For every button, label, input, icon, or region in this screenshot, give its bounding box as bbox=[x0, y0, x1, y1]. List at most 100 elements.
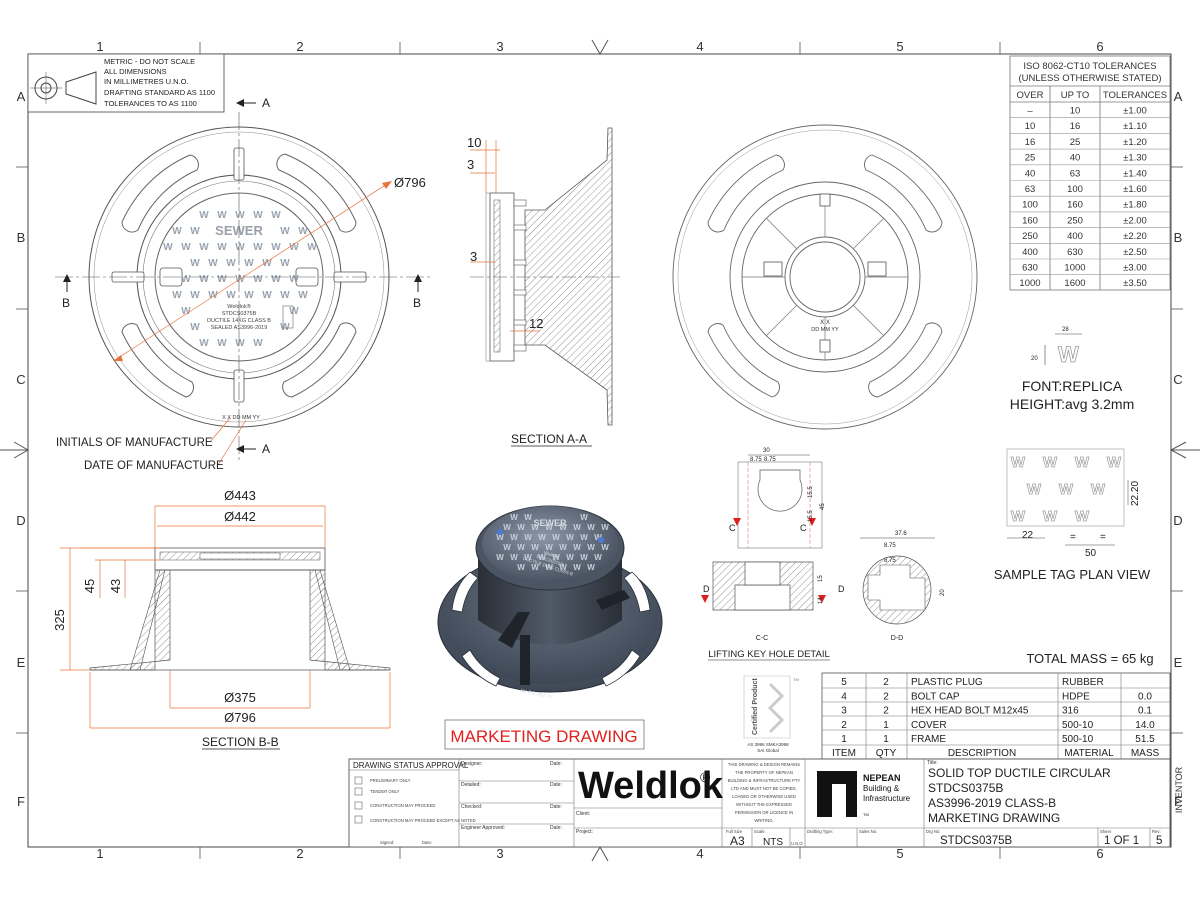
font-sample-letter: W bbox=[1058, 342, 1079, 367]
section-b-b: Ø443 Ø442 Ø375 Ø796 325 45 43 SECTION B-… bbox=[52, 488, 391, 750]
render-w-mark: W bbox=[573, 543, 581, 552]
lift-dim-14: 14 bbox=[818, 597, 824, 604]
plan-w-mark: W bbox=[181, 306, 191, 317]
tol-cell-upto: 400 bbox=[1067, 231, 1083, 242]
plan-w-mark: W bbox=[298, 290, 308, 301]
render-w-mark: W bbox=[559, 523, 567, 532]
lift-dim-155b: 15.5 bbox=[808, 510, 814, 522]
bom-cell: 5 bbox=[841, 677, 847, 688]
sample-tag-title: SAMPLE TAG PLAN VIEW bbox=[994, 567, 1151, 582]
plan-date-code: X X DD MM YY bbox=[222, 415, 260, 421]
lift-dim-15: 15 bbox=[818, 575, 824, 582]
copyright-6: WITHOUT THE EXPRESSED bbox=[736, 802, 792, 807]
bb-dim-325: 325 bbox=[52, 609, 67, 631]
grid-ticks bbox=[16, 42, 1183, 859]
plan-w-mark: W bbox=[253, 210, 263, 221]
plan-section-a-bottom: A bbox=[262, 442, 270, 456]
bom-header-desc: DESCRIPTION bbox=[948, 748, 1016, 759]
tol-cell-tol: ±2.00 bbox=[1123, 215, 1147, 226]
tol-cell-tol: ±3.50 bbox=[1123, 278, 1147, 289]
plan-w-mark: W bbox=[262, 258, 272, 269]
plan-w-mark: W bbox=[280, 290, 290, 301]
tb-sales: Sales No: bbox=[859, 829, 877, 834]
plan-cover-text-3: DUCTILE 14KG CLASS B bbox=[207, 318, 271, 324]
tol-cell-upto: 63 bbox=[1070, 168, 1081, 179]
render-w-mark: W bbox=[531, 563, 539, 572]
plan-section-a-top: A bbox=[262, 96, 270, 110]
bom-cell: PLASTIC PLUG bbox=[911, 677, 983, 688]
note-line-5: TOLERANCES TO AS 1100 bbox=[104, 99, 197, 108]
grid-row-left-C: C bbox=[16, 372, 25, 387]
tol-cell-upto: 250 bbox=[1067, 215, 1083, 226]
plan-w-mark: W bbox=[190, 290, 200, 301]
tol-cell-upto: 1000 bbox=[1064, 263, 1085, 274]
plan-w-mark: W bbox=[289, 242, 299, 253]
nepean-logo-mark bbox=[817, 771, 857, 817]
lift-dim-45: 45 bbox=[820, 503, 826, 510]
font-dim-h: 20 bbox=[1031, 356, 1038, 362]
render-w-mark: W bbox=[496, 553, 504, 562]
tol-cell-over: 100 bbox=[1022, 200, 1038, 211]
status-title: DRAWING STATUS APPROVAL bbox=[353, 761, 469, 770]
bom-cell: 0.0 bbox=[1138, 691, 1152, 702]
initials-label: INITIALS OF MANUFACTURE bbox=[56, 437, 213, 449]
tol-cell-upto: 10 bbox=[1070, 106, 1081, 117]
tb-date-3: Date: bbox=[550, 804, 562, 810]
aa-dim-3a: 3 bbox=[467, 157, 474, 172]
lift-dd-label: D-D bbox=[891, 635, 903, 642]
tol-cell-over: 40 bbox=[1025, 168, 1036, 179]
bom-cell: RUBBER bbox=[1062, 677, 1104, 688]
tol-cell-upto: 160 bbox=[1067, 200, 1083, 211]
render-w-mark: W bbox=[580, 553, 588, 562]
render-w-mark: W bbox=[517, 563, 525, 572]
tol-cell-tol: ±2.20 bbox=[1123, 231, 1147, 242]
plan-w-mark: W bbox=[244, 290, 254, 301]
tb-date-2: Date: bbox=[550, 782, 562, 788]
bom-cell: 2 bbox=[883, 691, 889, 702]
plan-w-mark: W bbox=[181, 242, 191, 253]
render-w-mark: W bbox=[552, 553, 560, 562]
tb-rev: 5 bbox=[1156, 835, 1162, 847]
render-w-mark: W bbox=[587, 523, 595, 532]
render-w-mark: W bbox=[573, 523, 581, 532]
grid-col-top-5: 5 bbox=[896, 39, 903, 54]
plan-w-mark: W bbox=[199, 242, 209, 253]
section-a-a: 10 3 3 12 SECTION A-A bbox=[467, 127, 620, 447]
render-w-mark: W bbox=[559, 563, 567, 572]
grid-row-left-F: F bbox=[17, 794, 25, 809]
plan-w-mark: W bbox=[190, 322, 200, 333]
render-w-mark: W bbox=[601, 523, 609, 532]
plan-w-mark: W bbox=[235, 274, 245, 285]
tb-date-4: Date: bbox=[550, 825, 562, 831]
copyright-4: LTD AND MUST NOT BE COPIED, bbox=[731, 786, 796, 791]
bom-cell: 1 bbox=[883, 734, 889, 745]
tol-cell-tol: ±1.30 bbox=[1123, 153, 1147, 164]
note-line-1: METRIC - DO NOT SCALE bbox=[104, 57, 195, 66]
bom-cell: 4 bbox=[841, 691, 847, 702]
grid-row-right-B: B bbox=[1174, 230, 1183, 245]
lift-d-right: D bbox=[838, 584, 845, 594]
copyright-2: THE PROPERTY OF NEPEAN bbox=[735, 770, 793, 775]
status-signed: Signed: bbox=[380, 840, 394, 845]
plan-dia-796: Ø796 bbox=[394, 175, 426, 190]
grid-col-bottom-2: 2 bbox=[296, 846, 303, 861]
plan-w-mark: W bbox=[199, 210, 209, 221]
render-w-mark: W bbox=[496, 533, 504, 542]
render-sewer-word: SEWER bbox=[533, 518, 567, 528]
certified-product-logo: Certified Product TM AS 3996 SMKA3998 SA… bbox=[743, 675, 799, 753]
weldlok-reg: ® bbox=[700, 769, 711, 785]
lift-dim-30: 30 bbox=[763, 448, 770, 454]
render-w-mark: W bbox=[524, 553, 532, 562]
tol-cell-tol: ±2.50 bbox=[1123, 247, 1147, 258]
underside-date-code-1: X X bbox=[820, 320, 830, 326]
copyright-3: BUILDING & INFRASTRUCTURE PTY bbox=[728, 778, 801, 783]
title-line-2: STDCS0375B bbox=[928, 781, 1003, 795]
grid-col-bottom-6: 6 bbox=[1096, 846, 1103, 861]
bom-cell: FRAME bbox=[911, 734, 946, 745]
lift-dim-155a: 15.5 bbox=[808, 486, 814, 498]
tag-w-mark: W bbox=[1091, 481, 1106, 498]
render-w-mark: W bbox=[503, 543, 511, 552]
tol-cell-over: – bbox=[1027, 106, 1033, 117]
